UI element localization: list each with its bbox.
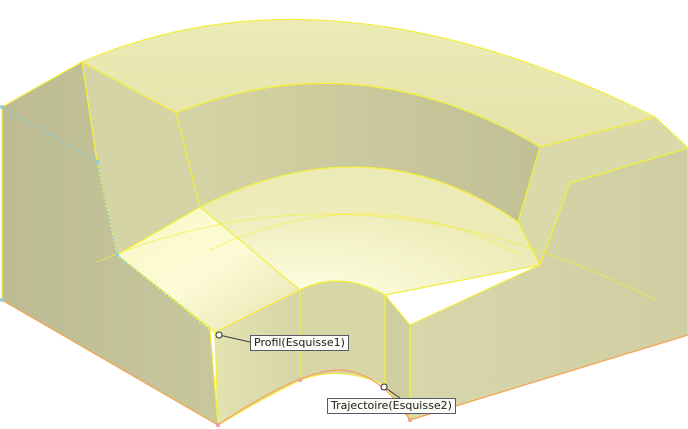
profil-leader-line [218,334,251,343]
trajectoire-callout-label[interactable]: Trajectoire(Esquisse2) [327,398,456,414]
trajectoire-anchor [380,383,388,391]
construction-arc-inner [209,213,521,256]
sketch-point [297,377,303,383]
sketch-point [95,160,99,164]
bottom-right-edge [409,334,688,421]
sketch-point [407,417,413,423]
sketch-point [0,298,4,302]
bottom-outer-edge [1,299,219,426]
construction-arc-outer [96,213,656,301]
sketch-point [215,422,221,428]
profil-callout-label[interactable]: Profil(Esquisse1) [250,335,349,351]
sketch-point [0,105,4,109]
bottom-edge-arc [217,369,411,426]
sketch-point [115,253,119,257]
profil-anchor [215,331,223,339]
profile-sketch-edge[interactable] [1,106,211,331]
inner-cylinder-face[interactable] [299,280,386,386]
